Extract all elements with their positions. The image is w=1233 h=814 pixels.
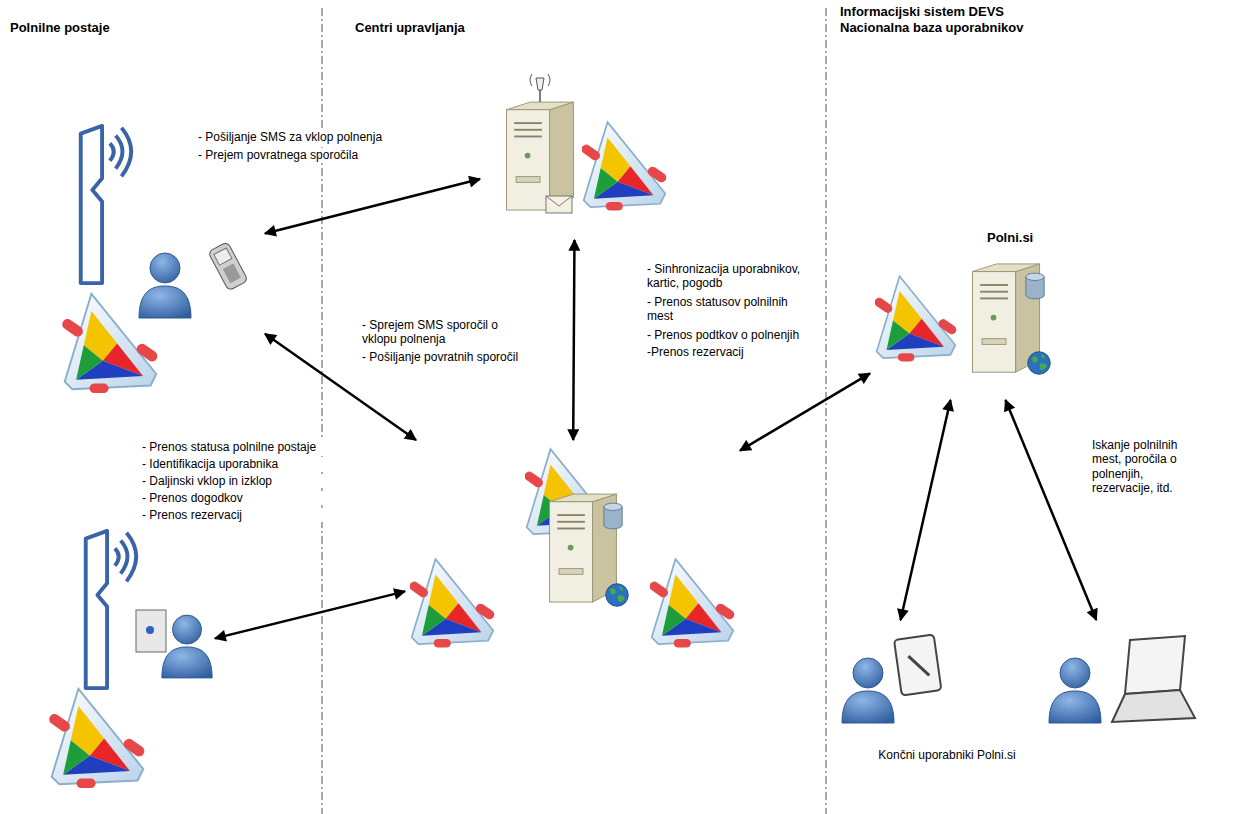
flow-note: - Pošiljanje povratnih sporočil [360, 350, 564, 364]
icon-group [405, 440, 740, 660]
user-icon [1049, 658, 1101, 723]
globe-icon [1028, 352, 1051, 375]
icon-group [1040, 620, 1200, 735]
tablet-icon [894, 634, 941, 695]
flow-note: - Pošiljanje SMS za vklop polnenja [196, 130, 440, 144]
icon-group [480, 70, 670, 240]
user-icon [139, 253, 191, 318]
devs-logo [60, 294, 159, 393]
devs-logo [580, 122, 668, 210]
charging-pole [81, 126, 131, 283]
data-flow-arrow [1005, 400, 1096, 620]
server-icon [507, 102, 574, 210]
flow-note: - Daljinski vklop in izklop [140, 474, 374, 488]
flow-note: - Prejem povratnega sporočila [196, 148, 440, 162]
column-heading: Polnilne postaje [8, 20, 212, 36]
column-heading: Centri upravljanja [353, 20, 557, 36]
icon-group [830, 620, 945, 735]
globe-icon [606, 584, 629, 607]
database-icon [604, 503, 622, 529]
devs-logo [408, 559, 496, 647]
data-flow-arrow [740, 373, 870, 450]
data-flow-arrow [265, 179, 480, 233]
database-icon [1026, 273, 1044, 299]
flow-note: - Prenos statusov polnilnih mest [645, 295, 819, 324]
flow-note: - Prenos dogodkov [140, 491, 374, 505]
flow-note: -Prenos rezervacij [645, 345, 819, 359]
user-icon [162, 615, 212, 678]
column-divider [826, 8, 827, 814]
user-icon [842, 658, 894, 723]
flow-note: - Prenos podtkov o polnenjih [645, 328, 819, 342]
mobile-phone [208, 242, 248, 291]
devs-logo [648, 559, 736, 647]
devs-logo [47, 689, 146, 788]
column-heading: Informacijski sistem DEVS Nacionalna baz… [838, 4, 1047, 35]
rfid-card [136, 610, 166, 652]
server-group: Polni.si [870, 228, 1070, 400]
envelope-icon [546, 196, 572, 213]
data-flow-arrow [573, 240, 574, 440]
flow-note: Končni uporabniki Polni.si [830, 748, 1064, 762]
antenna [530, 74, 550, 104]
flow-note: - Sprejem SMS sporočil o vklopu polnenja [360, 318, 529, 347]
flow-note: - Identifikacija uporabnika [140, 457, 374, 471]
laptop-icon [1112, 636, 1195, 722]
data-flow-arrow [215, 591, 405, 638]
devs-logo [873, 276, 958, 361]
node-heading: Polni.si [985, 230, 1035, 245]
flow-note: - Prenos rezervacij [140, 508, 374, 522]
column-divider [322, 8, 323, 814]
data-flow-arrow [901, 400, 951, 620]
flow-note: - Prenos statusa polnilne postaje [140, 440, 374, 454]
flow-note: - Sinhronizacija uporabnikov, kartic, po… [645, 262, 819, 291]
icon-group [40, 525, 215, 795]
charging-pole [86, 531, 136, 688]
flow-note: Iskanje polnilnih mest, poročila o polne… [1090, 438, 1206, 496]
